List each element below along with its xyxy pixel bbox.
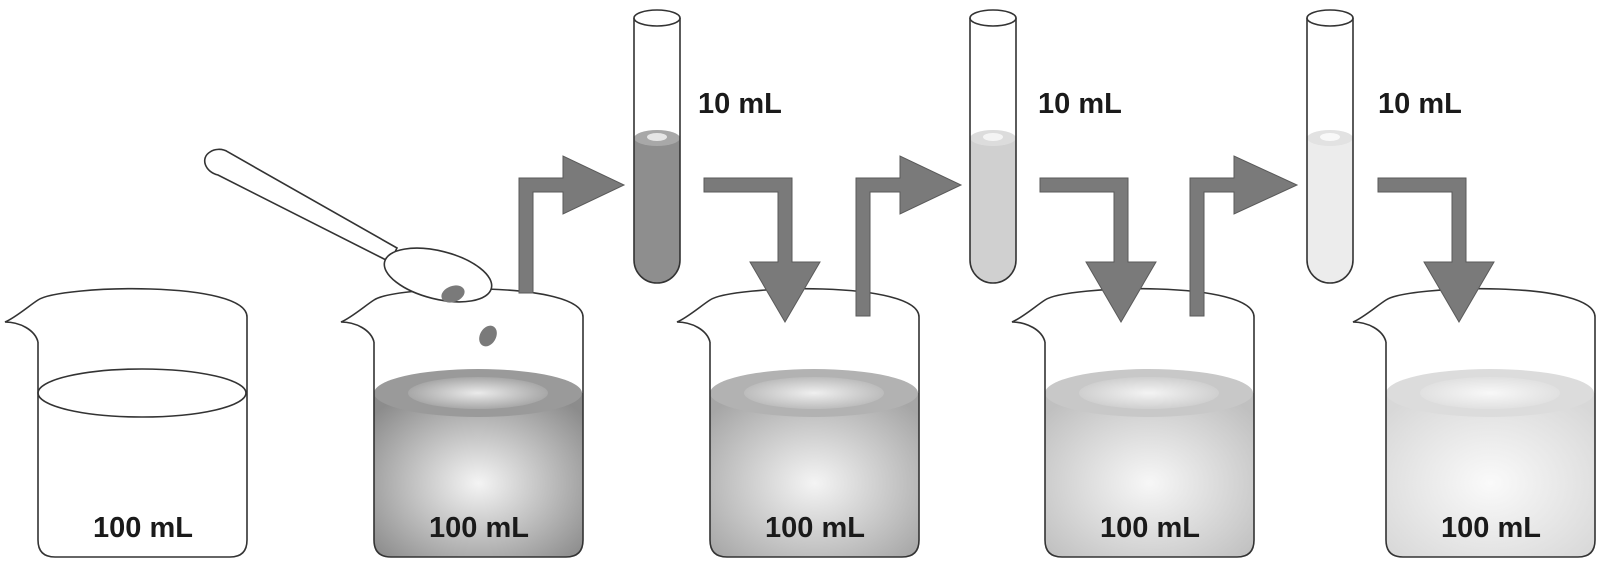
beaker-5-liquid: [1386, 393, 1595, 557]
falling-particle: [479, 325, 497, 347]
test-tube-1: 10 mL: [633, 9, 782, 284]
beaker-3-volume-label: 100 mL: [765, 512, 865, 544]
beaker-4: 100 mL: [1011, 287, 1255, 558]
test-tube-3: 10 mL: [1306, 9, 1462, 284]
solid-particle: [441, 285, 465, 303]
test-tube-2-volume-label: 10 mL: [1038, 88, 1122, 120]
beaker-5: 100 mL: [1352, 287, 1596, 558]
beaker-3-liquid: [710, 393, 919, 557]
transfer-arrow-tube-1-to-beaker-3: [703, 177, 821, 323]
test-tube-1-volume-label: 10 mL: [698, 88, 782, 120]
beaker-5-volume-label: 100 mL: [1441, 512, 1541, 544]
spatula: [203, 148, 497, 347]
transfer-arrow-beaker-4-to-tube-3: [1189, 155, 1299, 317]
beaker-4-volume-label: 100 mL: [1100, 512, 1200, 544]
beaker-4-liquid: [1045, 393, 1254, 557]
transfer-arrow-beaker-3-to-tube-2: [855, 155, 963, 317]
beaker-3: 100 mL: [676, 287, 920, 558]
beaker-1-volume-label: 100 mL: [93, 512, 193, 544]
transfer-arrow-tube-3-to-beaker-5: [1377, 177, 1495, 323]
test-tube-2: 10 mL: [969, 9, 1122, 284]
test-tube-3-volume-label: 10 mL: [1378, 88, 1462, 120]
beaker-2-liquid: [374, 393, 583, 557]
transfer-arrow-tube-2-to-beaker-4: [1039, 177, 1157, 323]
beaker-1-liquid: [38, 393, 247, 557]
beaker-2: 100 mL: [340, 287, 584, 558]
beaker-1: 100 mL: [4, 287, 248, 558]
beaker-2-volume-label: 100 mL: [429, 512, 529, 544]
transfer-arrow-beaker-2-to-tube-1: [518, 155, 626, 294]
